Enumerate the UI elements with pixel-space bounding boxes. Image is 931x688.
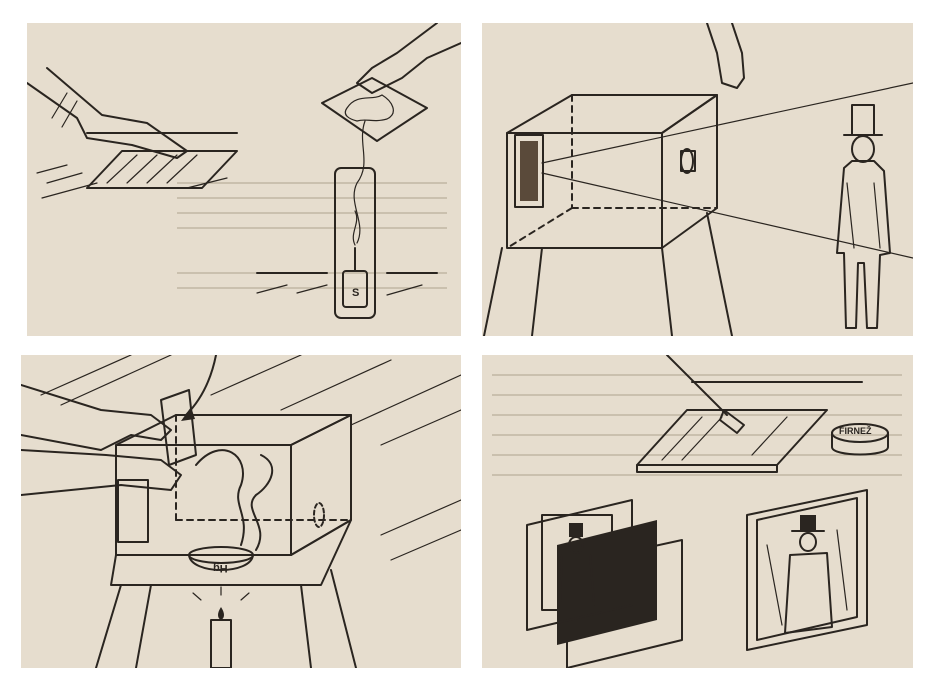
illustration-panel-iodine-fuming: S — [27, 23, 461, 336]
panel-4-drawing — [492, 355, 902, 668]
illustration-panel-camera-exposure — [482, 23, 913, 336]
bottle-letter: S — [352, 287, 360, 299]
mercury-dish-label: Hg — [213, 562, 228, 574]
panel-3-drawing — [21, 355, 461, 668]
varnish-jar-label: FIRNEŽ — [839, 426, 872, 436]
illustration-panel-varnish-framing: FIRNEŽ — [482, 355, 913, 668]
panel-1-drawing — [27, 23, 461, 319]
panel-2-drawing — [483, 23, 913, 336]
illustration-panel-mercury-development: Hg — [21, 355, 461, 668]
